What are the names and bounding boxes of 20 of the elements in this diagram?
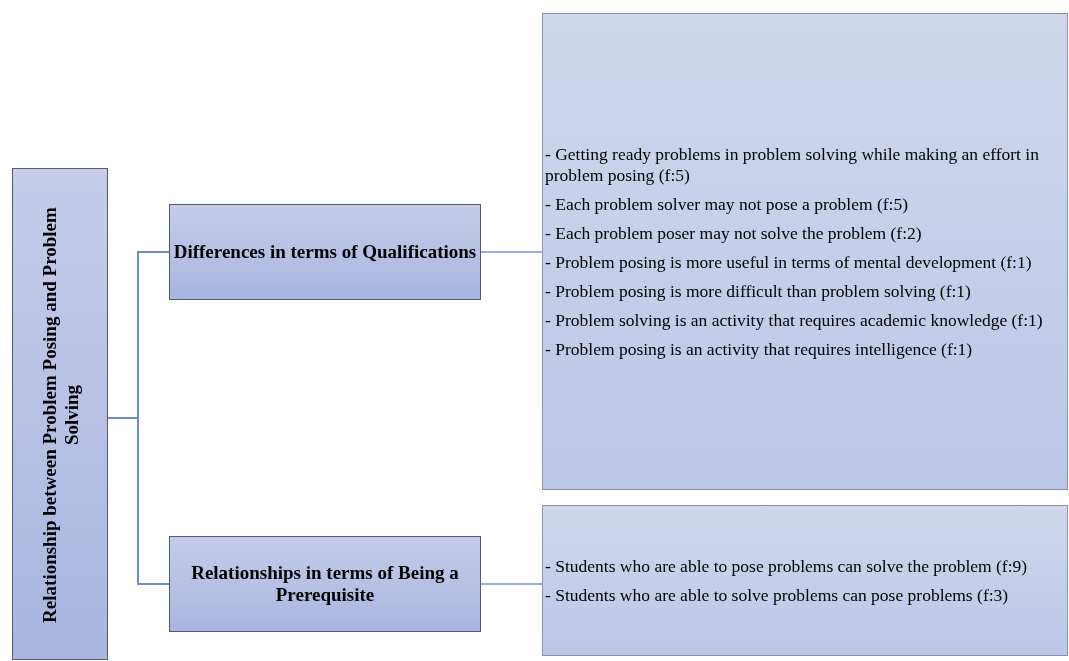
list-item: - Students who are able to pose problems can solve the problem (f:9): [545, 555, 1029, 577]
list-item: - Each problem solver may not pose a problem (f:5): [545, 193, 909, 215]
list-item: - Problem posing is an activity that requires intelligence (f:1): [545, 338, 974, 360]
list-box: [542, 505, 1068, 656]
box-title: Relationship between Problem Posing and Problem Solving: [39, 206, 83, 625]
connector-line: [480, 583, 543, 585]
list-item: - Getting ready problems in problem solving while making an effort in problem posing (f:5): [545, 143, 1040, 186]
connector-line: [107, 417, 170, 585]
topic-box: [12, 168, 108, 660]
list-item: - Problem posing is more useful in terms of mental development (f:1): [545, 251, 1033, 273]
list-item: - Problem solving is an activity that requires academic knowledge (f:1): [545, 309, 1044, 331]
list-box: [542, 13, 1068, 490]
list-item: - Students who are able to solve problems can pose problems (f:3): [545, 584, 1010, 606]
list-item: - Problem posing is more difficult than problem solving (f:1): [545, 280, 972, 302]
connector-line: [480, 251, 543, 253]
box-title: Relationships in terms of Being a Prerequisite: [190, 562, 460, 606]
category-box: [169, 204, 481, 300]
box-title: Differences in terms of Qualifications: [173, 241, 477, 263]
category-box: [169, 536, 481, 632]
list-item: - Each problem poser may not solve the problem (f:2): [545, 222, 923, 244]
